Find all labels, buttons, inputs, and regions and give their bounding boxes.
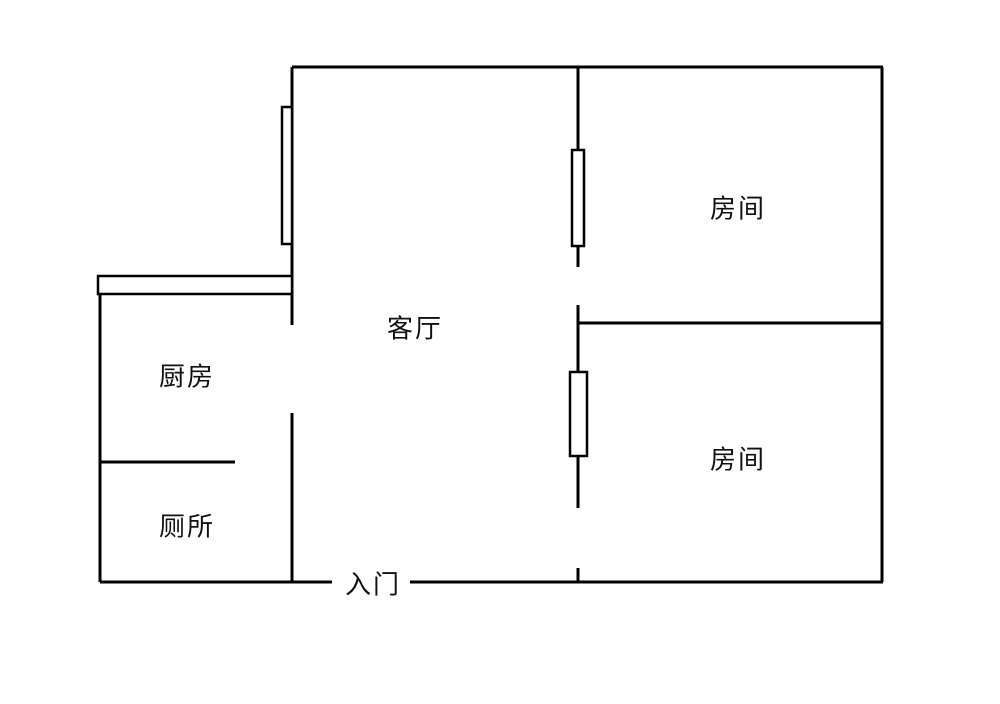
window-living-left: [280, 105, 294, 246]
room-label-toilet: 厕所: [158, 512, 216, 543]
room-label-bedroom-bottom: 房间: [709, 445, 767, 476]
window-kitchen-top: [96, 274, 294, 296]
room-label-living-room: 客厅: [386, 314, 444, 345]
room-label-bedroom-top: 房间: [709, 194, 767, 225]
room-label-kitchen: 厨房: [158, 362, 216, 393]
entrance-label: 入门: [340, 564, 406, 602]
door-bedroom-top: [570, 148, 586, 248]
door-bedroom-bottom: [568, 370, 589, 458]
